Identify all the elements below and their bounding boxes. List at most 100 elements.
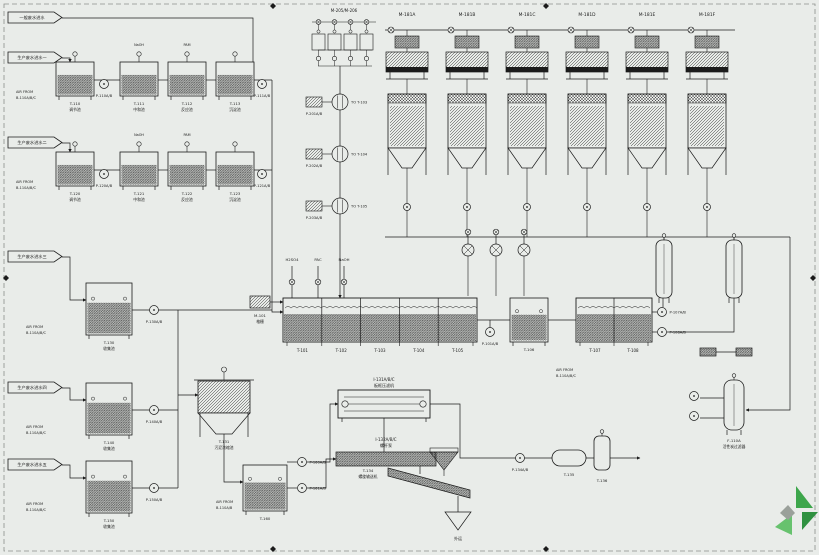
screen-M-101 xyxy=(249,295,271,309)
svg-text:生产废水进水四: 生产废水进水四 xyxy=(17,384,46,391)
dosing-note: NaOH xyxy=(134,43,144,47)
dosing-box-2 xyxy=(735,347,753,357)
dia xyxy=(543,546,549,552)
svg-text:M-101: M-101 xyxy=(254,313,266,318)
pipe xyxy=(745,237,791,412)
svg-text:反应池: 反应池 xyxy=(181,197,193,202)
cxv xyxy=(314,278,322,286)
dia xyxy=(810,275,816,281)
svg-text:格栅: 格栅 xyxy=(256,319,264,324)
svg-text:T-123: T-123 xyxy=(229,191,241,196)
svg-text:T-134: T-134 xyxy=(362,468,374,473)
svg-text:P-101A/B: P-101A/B xyxy=(482,342,499,346)
pump-P-140AB: P-140A/B xyxy=(146,405,163,424)
filter-M-181F: M-181F xyxy=(685,12,729,237)
pump-P-101AB: P-101A/B xyxy=(482,327,499,346)
inline-unit-P-203: P-203A/BTO T-105 xyxy=(305,197,367,220)
pipe xyxy=(223,434,244,484)
svg-text:M-181E: M-181E xyxy=(639,12,656,18)
svg-text:T-140: T-140 xyxy=(103,440,115,445)
svg-text:沉淀池: 沉淀池 xyxy=(229,197,241,202)
svg-text:I-132A/B/C: I-132A/B/C xyxy=(375,437,396,442)
svg-text:M-181B: M-181B xyxy=(459,12,476,18)
pipe xyxy=(271,80,284,314)
drum-T-135: T-135 xyxy=(551,449,587,477)
feed-flag-6: 生产废水进水五 xyxy=(7,458,63,471)
svg-text:P-202A/B: P-202A/B xyxy=(306,164,323,168)
filter-M-181A: M-181A xyxy=(385,12,429,237)
svg-text:NaOH: NaOH xyxy=(338,257,349,262)
feed-flag-1: 一般废水进水 xyxy=(7,11,63,24)
svg-text:PAM: PAM xyxy=(183,43,190,47)
svg-text:T-136: T-136 xyxy=(596,478,608,483)
svg-text:活性炭过滤器: 活性炭过滤器 xyxy=(723,444,746,449)
svg-text:M-181D: M-181D xyxy=(578,12,596,18)
svg-text:T-160: T-160 xyxy=(259,516,271,521)
svg-text:TO T-104: TO T-104 xyxy=(350,153,368,157)
svg-text:AIR FROM: AIR FROM xyxy=(216,500,233,504)
svg-text:T-120: T-120 xyxy=(69,191,81,196)
svg-text:T-122: T-122 xyxy=(181,191,193,196)
pump-P-107AB: P-107A/B xyxy=(657,307,687,317)
pump-P-134AB: P-134A/B xyxy=(512,453,529,472)
svg-text:螺杆泵: 螺杆泵 xyxy=(380,442,392,448)
dia xyxy=(270,3,276,9)
svg-text:收集池: 收集池 xyxy=(103,524,115,529)
svg-text:P-107A/B: P-107A/B xyxy=(670,311,687,315)
svg-text:M-205/M-206: M-205/M-206 xyxy=(331,8,358,13)
svg-text:收集池: 收集池 xyxy=(103,346,115,351)
cxv xyxy=(288,278,296,286)
svg-text:B-110A/B/C: B-110A/B/C xyxy=(26,508,46,512)
tank-T-160: T-160 xyxy=(242,464,288,521)
svg-text:中和池: 中和池 xyxy=(133,197,145,202)
cxv xyxy=(340,278,348,286)
svg-text:生产废水进水二: 生产废水进水二 xyxy=(17,139,46,146)
svg-text:AIR FROM: AIR FROM xyxy=(26,325,43,329)
svg-text:调节池: 调节池 xyxy=(69,197,81,202)
filter-M-181E: M-181E xyxy=(625,12,669,237)
svg-text:AIR FROM: AIR FROM xyxy=(26,502,43,506)
svg-text:P-120A/B: P-120A/B xyxy=(96,184,113,188)
svg-text:调节池: 调节池 xyxy=(69,107,81,112)
svg-text:T-135: T-135 xyxy=(563,472,575,477)
svg-text:AIR FROM: AIR FROM xyxy=(556,368,573,372)
cxv xyxy=(464,228,472,236)
filter-M-181B: M-181B xyxy=(445,12,489,237)
svg-text:B-110A/B/C: B-110A/B/C xyxy=(16,96,36,100)
svg-text:T-104: T-104 xyxy=(412,348,425,353)
cxv xyxy=(520,228,528,236)
feed-flag-4: 生产废水进水三 xyxy=(7,250,63,263)
tank-T-106: T-106 xyxy=(509,297,549,352)
filter-column-1 xyxy=(655,233,673,303)
svg-text:反应池: 反应池 xyxy=(181,107,193,112)
svg-text:B-110A/B: B-110A/B xyxy=(216,506,233,510)
dosing-note: PAM xyxy=(183,133,190,137)
svg-text:污泥浓缩池: 污泥浓缩池 xyxy=(215,445,234,450)
discharge-cone xyxy=(444,511,472,531)
rapid-mixer-2 xyxy=(489,243,503,296)
svg-text:T-107: T-107 xyxy=(588,348,601,353)
svg-text:T-113: T-113 xyxy=(229,101,241,106)
svg-text:NaOH: NaOH xyxy=(134,133,144,137)
pump-P-130AB: P-130A/B xyxy=(146,305,163,324)
dia xyxy=(3,275,9,281)
svg-text:B-110A/B/C: B-110A/B/C xyxy=(26,331,46,335)
pipe xyxy=(62,256,87,302)
svg-text:P-108A/B: P-108A/B xyxy=(670,331,687,335)
pump-P-121AB: P-121A/B xyxy=(254,169,271,188)
svg-text:生产废水进水一: 生产废水进水一 xyxy=(17,54,46,61)
